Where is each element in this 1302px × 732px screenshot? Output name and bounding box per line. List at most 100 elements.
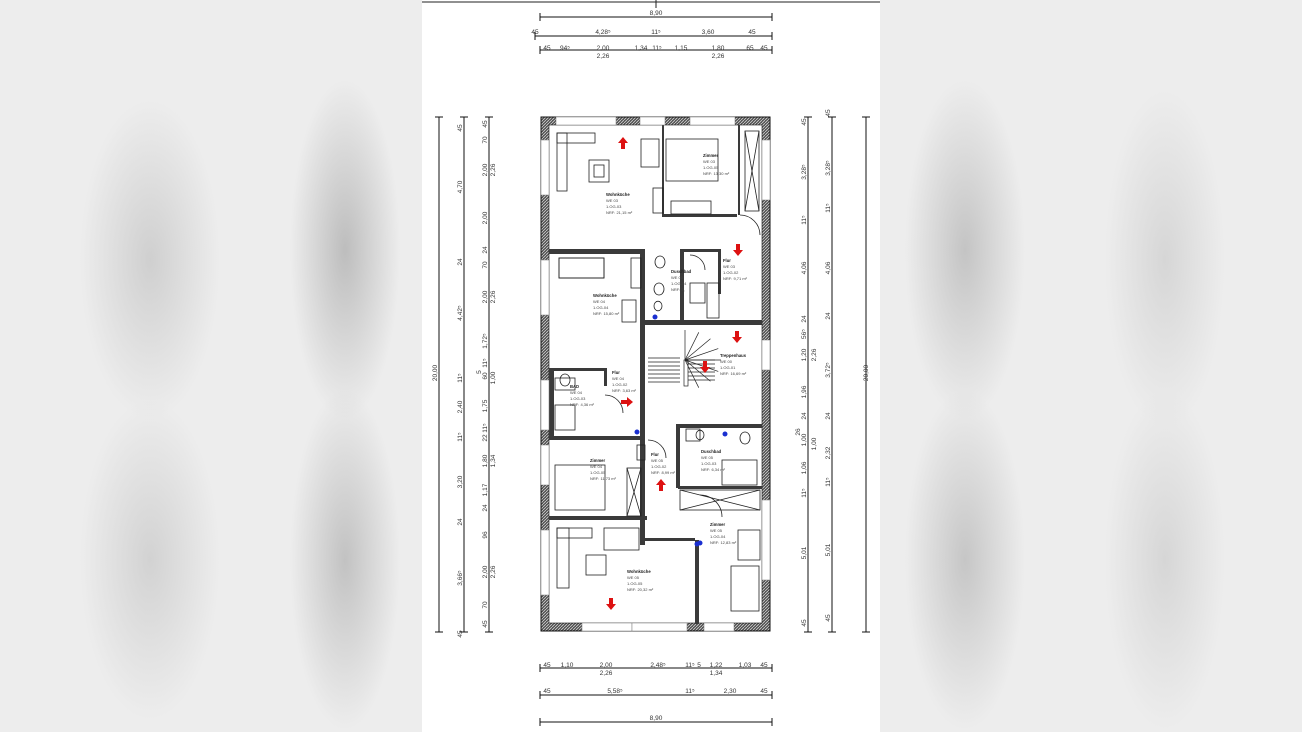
dimension-label: 94⁵ [560,45,570,52]
room-name: Duschbad [701,449,722,454]
room-area: NRF: 15,80 m² [593,311,620,316]
dimension-label: 20,00 [432,364,439,381]
room-unit: WE 03 [606,198,619,203]
dimension-label: 24 [801,412,808,420]
room-id: 1.OG-03 [701,461,717,466]
room-unit: WE 03 [671,275,684,280]
escape-arrows [606,137,743,610]
room-unit: WE 04 [570,390,583,395]
dimension-label: 4,06 [801,261,808,274]
dimension-label: 2,00 [600,662,613,669]
room-unit: WE 05 [651,458,664,463]
stair-step [684,338,711,361]
window [540,529,550,596]
room-name: Zimmer [590,458,605,463]
room-area: NRF: 4,36 m² [570,402,595,407]
dimension-label: 96 [482,531,489,539]
dimension-label: 45 [543,662,551,669]
window [639,116,666,126]
room-name: Duschbad [671,269,692,274]
furniture-item [588,159,610,183]
furniture-item [652,187,664,214]
dimension-label: 4,70 [457,180,464,193]
dimension-label: 45 [760,688,768,695]
window [540,259,550,316]
dimension-label: 11⁵ [685,688,695,695]
interior-wall [549,436,644,440]
dimension-label: 2,26 [600,670,613,677]
dimension-label: 11⁵ [825,477,832,487]
window [540,444,550,486]
dimension-label: 2,26 [712,53,725,60]
room-name: Flur [651,452,659,457]
dimension-label: 24 [482,246,489,254]
dimension-label: 45 [760,45,768,52]
sanitary-fixture [559,373,571,387]
interior-wall [640,249,645,321]
dimension-label: 11⁵ [457,432,464,442]
room-name: Zimmer [703,153,718,158]
stair-eye [683,359,689,387]
dimension-label: 3,60 [702,29,715,36]
escape-arrow-icon [618,137,628,149]
dimension-label: 26 [795,428,802,436]
dimension-label: 11⁵ [457,373,464,383]
dimension-label: 2,00 [482,211,489,224]
interior-wall [676,424,762,428]
dimension-label: 45 [543,45,551,52]
dimension-label: 2,00 [482,290,489,303]
window [540,379,550,431]
furniture-item [554,377,576,391]
interior-wall [640,320,645,545]
dimension-label: 11⁵ [685,662,695,669]
dimension-label: 1,96 [801,385,808,398]
room-area: NRF: 13,30 m² [703,171,730,176]
staircase [648,330,721,388]
room-id: 1.OG-04 [671,281,687,286]
furniture-item [640,138,660,168]
dimension-label: 3,28⁵ [825,160,832,176]
dimension-label: 1,17 [482,483,489,496]
window [581,622,633,632]
furniture-item [730,565,760,612]
dimension-label: 20,00 [863,364,870,381]
dimension-label: 3,66⁵ [457,570,464,586]
room-name: Treppenhaus [720,353,747,358]
dimension-label: 45 [457,630,464,638]
interior-wall [604,368,607,386]
dimension-label: 1,75 [482,399,489,412]
dimension-lines [435,13,870,726]
furniture-item [554,464,606,511]
interior-wall [662,125,664,217]
furniture-item [593,164,605,178]
dimension-label: 1,72⁵ [482,333,489,349]
dimension-label: 60 [482,372,489,380]
room-area: NRF: 21,15 m² [606,210,633,215]
room-unit: WE 00 [720,359,733,364]
dimension-label: 8,90 [650,10,663,17]
furniture-item [630,257,642,289]
room-id: 1.OG-04 [710,534,726,539]
dimension-label: 70 [482,261,489,269]
dimension-label: 45 [825,109,832,117]
window [761,139,771,201]
dimension-label: 5 [476,370,483,374]
sanitary-fixture [654,255,666,269]
dimension-label: 1,20 [801,348,808,361]
furniture-item [737,529,761,561]
dimension-label: 1,10 [561,662,574,669]
sanitary-fixture [695,429,705,441]
sanitary-fixture [653,300,663,312]
dimension-label: 4,28⁵ [595,29,611,36]
closet-cross [744,130,760,212]
window [761,339,771,371]
dimension-label: 11⁵ [801,488,808,498]
interior-wall [718,249,721,294]
closet-cross [626,467,642,517]
room-unit: WE 04 [593,299,606,304]
dimension-label: 45 [482,120,489,128]
escape-arrow-icon [733,244,743,256]
room-name: BAD [570,384,579,389]
